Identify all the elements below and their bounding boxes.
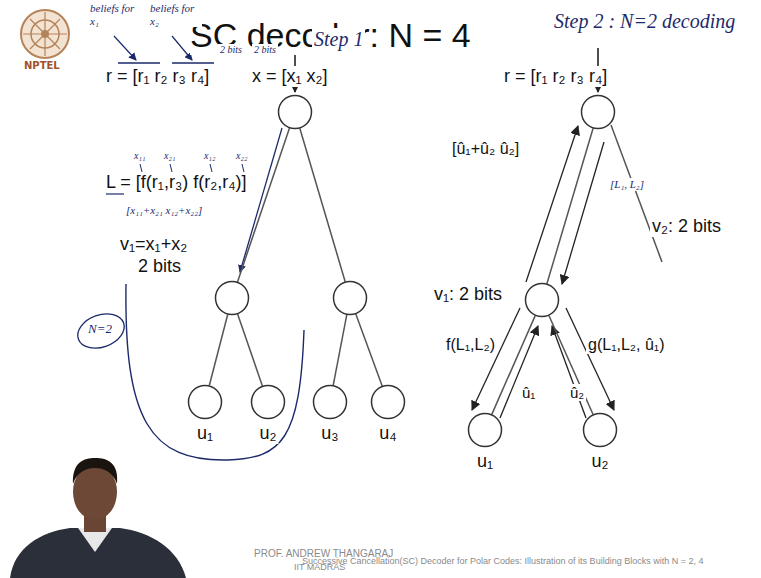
tree-node: u₃	[312, 384, 348, 420]
tree-node	[277, 94, 313, 130]
node-label: u₄	[377, 424, 398, 444]
text-label: N=2	[86, 322, 114, 337]
text-label: NPTEL	[22, 60, 62, 72]
text-label: v₁: 2 bits	[432, 284, 504, 305]
tree-node	[214, 280, 250, 316]
text-label: x₂₁	[162, 150, 177, 162]
tree-node: u₂	[250, 384, 286, 420]
tree-node: u₁	[187, 384, 223, 420]
text-label: [û₁+û₂ û₂]	[450, 140, 521, 158]
tree-branch	[611, 125, 662, 262]
message-arrow	[566, 308, 614, 410]
message-arrow	[552, 326, 586, 418]
text-label: Step 2 : N=2 decoding	[552, 10, 737, 33]
node-circle	[277, 94, 313, 130]
text-label: 2 bits	[252, 44, 278, 56]
text-label: L = [f(r₁,r₃) f(r₂,r₄)]	[104, 172, 249, 193]
text-label: v₁=x₁+x₂	[118, 234, 189, 255]
text-label: g(L₁,L₂, û₁)	[586, 336, 667, 354]
text-label: r = [r₁ r₂ r₃ r₄]	[104, 66, 211, 87]
text-label: x₂₂	[234, 150, 249, 162]
node-label: u₁	[475, 452, 495, 472]
circled-note	[73, 308, 129, 354]
text-label: beliefs for x₁	[88, 2, 142, 27]
text-label: x₁₂	[202, 150, 217, 162]
presenter-figure	[10, 458, 186, 578]
node-circle	[214, 280, 250, 316]
tree-edge	[333, 315, 347, 386]
belief-pointer	[114, 36, 136, 60]
node-circle	[370, 384, 406, 420]
tree-node	[580, 94, 616, 130]
node-label: u₂	[258, 424, 279, 444]
node-label: u₃	[319, 424, 340, 444]
node-circle	[582, 412, 618, 448]
node-label: u₁	[195, 424, 215, 444]
text-label: 2 bits	[218, 44, 244, 56]
text-label: 2 bits	[136, 256, 183, 277]
tree-node	[332, 280, 368, 316]
tree-node: u₄	[370, 384, 406, 420]
text-label: beliefs for x₂	[148, 2, 202, 27]
belief-pointer	[172, 36, 192, 60]
tree-edge	[549, 316, 593, 415]
node-circle	[524, 282, 560, 318]
tick-marks	[140, 164, 244, 172]
text-label: f(L₁,L₂)	[444, 336, 497, 354]
node-circle	[467, 412, 503, 448]
underline	[106, 193, 124, 194]
tree-node	[524, 282, 560, 318]
tree-edge	[209, 315, 227, 386]
tree-edge	[238, 314, 263, 386]
tree-edge	[300, 128, 345, 281]
message-arrow	[500, 326, 538, 418]
node-circle	[187, 384, 223, 420]
tree-edge	[356, 314, 382, 386]
text-label: û₁	[520, 384, 537, 401]
text-label: [L₁, L₂]	[608, 178, 646, 191]
tree-node: u₁	[467, 412, 503, 448]
text-label: Successive Cancellation(SC) Decoder for …	[300, 556, 705, 566]
node-circle	[580, 94, 616, 130]
belief-overbar	[118, 62, 214, 63]
nptel-logo	[21, 10, 69, 58]
node-circle	[250, 384, 286, 420]
text-label: Step 1	[312, 28, 365, 51]
message-arrow	[472, 308, 520, 410]
tree-edge	[547, 128, 593, 283]
node-circle	[312, 384, 348, 420]
text-label: r = [r₁ r₂ r₃ r₄]	[502, 66, 609, 87]
text-label: [x₁₁+x₂₁ x₁₂+x₂₂]	[124, 204, 204, 217]
subtree-bracket	[126, 284, 304, 460]
tree-node: u₂	[582, 412, 618, 448]
text-label: x₁₁	[132, 150, 147, 162]
text-label: v₂: 2 bits	[650, 216, 723, 237]
text-label: û₂	[568, 384, 586, 401]
node-circle	[332, 280, 368, 316]
text-label: x = [x₁ x₂]	[250, 66, 330, 87]
node-label: u₂	[590, 452, 611, 472]
